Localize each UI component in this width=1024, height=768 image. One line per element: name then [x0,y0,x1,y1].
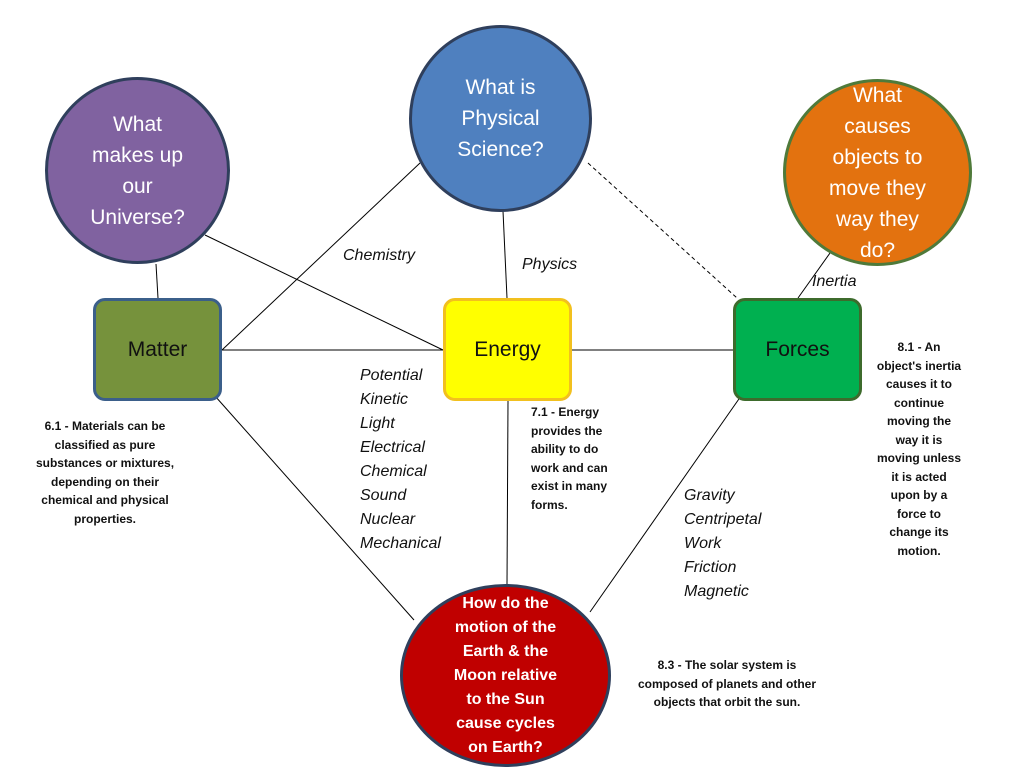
question-what-makes-up-universe: What makes up our Universe? [45,77,230,264]
link-physical-science-to-matter [221,162,421,351]
edge-label-inertia: Inertia [812,273,857,290]
force-type-item: Work [684,535,722,552]
question-text: What makes up our Universe? [90,112,185,229]
concept-forces: Forces [733,298,862,401]
link-matter-to-earth-moon [214,395,415,621]
question-text: What is Physical Science? [457,76,544,161]
edge-label-chemistry: Chemistry [343,247,416,264]
standard-note-6-1: 6.1 - Materials can be classified as pur… [35,419,175,526]
link-universe-to-matter [155,263,159,299]
force-type-item: Friction [684,559,737,576]
energy-form-item: Chemical [360,463,427,480]
force-type-item: Gravity [684,487,735,504]
energy-form-item: Potential [360,367,423,384]
standard-note-8-1: 8.1 - An object's inertia causes it to c… [876,340,962,558]
link-physical-science-to-energy [502,210,508,299]
concept-label: Energy [474,337,541,361]
concept-matter: Matter [93,298,222,401]
question-text: What causes objects to move they way the… [829,83,926,262]
link-energy-to-earth-moon [506,400,509,585]
question-earth-moon-cycles: How do the motion of the Earth & the Moo… [400,584,611,767]
force-type-item: Magnetic [684,583,749,600]
question-what-is-physical-science: What is Physical Science? [409,25,592,212]
force-types-list: Gravity Centripetal Work Friction Magnet… [684,484,761,604]
energy-form-item: Electrical [360,439,425,456]
concept-energy: Energy [443,298,572,401]
energy-form-item: Light [360,415,395,432]
energy-form-item: Sound [360,487,407,504]
link-motion-to-forces [797,245,836,299]
standard-note-7-1: 7.1 - Energy provides the ability to do … [531,405,608,512]
link-universe-to-energy [204,234,444,351]
energy-form-item: Mechanical [360,535,441,552]
question-text: How do the motion of the Earth & the Moo… [453,594,558,756]
energy-forms-list: Potential Kinetic Light Electrical Chemi… [360,364,441,556]
question-what-causes-motion: What causes objects to move they way the… [783,79,972,266]
concept-label: Forces [765,337,830,361]
link-forces-to-earth-moon [589,395,742,613]
energy-form-item: Kinetic [360,391,409,408]
concept-label: Matter [127,337,188,361]
energy-form-item: Nuclear [360,511,416,528]
edge-label-physics: Physics [522,256,578,273]
standard-note-8-3: 8.3 - The solar system is composed of pl… [637,658,817,709]
force-type-item: Centripetal [684,511,762,528]
link-physical-science-to-forces [587,162,738,299]
